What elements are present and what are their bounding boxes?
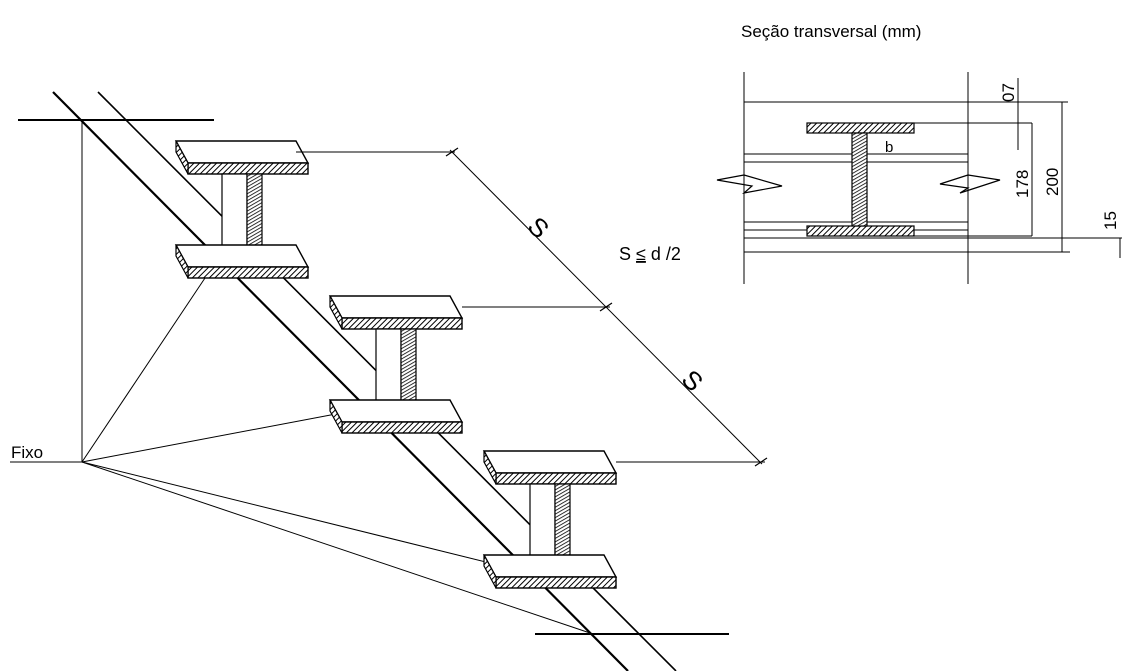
web-mark: b bbox=[885, 139, 893, 156]
spacing-dimension-line bbox=[445, 147, 768, 467]
spacing-label-1: S bbox=[522, 211, 555, 245]
cross-section: b bbox=[716, 72, 1122, 284]
dim-inner: 178 bbox=[1013, 170, 1032, 198]
i-beam-1 bbox=[174, 140, 310, 279]
cross-section-title: Seção transversal (mm) bbox=[741, 22, 921, 41]
i-beam-2 bbox=[328, 295, 464, 434]
dim-total: 200 bbox=[1043, 168, 1062, 196]
i-beam-3 bbox=[482, 450, 618, 589]
fixo-label: Fixo bbox=[11, 443, 43, 462]
spacing-label-2: S bbox=[676, 364, 709, 398]
dim-bottom: 15 bbox=[1101, 211, 1120, 230]
spacing-extension-lines bbox=[296, 151, 765, 463]
bracing-lines bbox=[81, 120, 594, 635]
dim-top: 07 bbox=[999, 83, 1018, 102]
spacing-condition: S ≤ d /2 bbox=[619, 244, 681, 264]
